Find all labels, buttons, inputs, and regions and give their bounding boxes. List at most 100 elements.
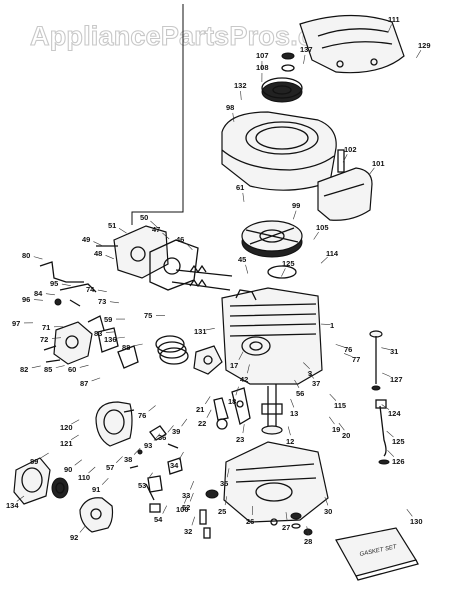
callout: 124 xyxy=(388,409,401,418)
leader-line xyxy=(247,364,250,374)
gasket-set-package: GASKET SET xyxy=(335,527,419,581)
starter-cup-part xyxy=(13,457,69,505)
callout-numbers: 111 129 137 107 108 132 98 102 101 61 99… xyxy=(6,15,431,546)
leader-line xyxy=(45,293,55,296)
leader-line xyxy=(185,243,193,251)
nut-washer-part xyxy=(281,52,295,72)
crankcase-sump-part xyxy=(199,441,329,539)
callout: 105 xyxy=(316,223,329,232)
callout: 111 xyxy=(388,15,400,24)
leader-line xyxy=(191,516,196,526)
callout: 20 xyxy=(342,431,350,440)
callout: 50 xyxy=(140,213,148,222)
callout: 76 xyxy=(344,345,352,354)
callout: 99 xyxy=(292,201,300,210)
leader-line xyxy=(232,112,235,122)
callout: 98 xyxy=(226,103,234,112)
callout: 18 xyxy=(228,397,236,406)
leader-line xyxy=(382,372,391,377)
cylinder-block-part xyxy=(221,287,323,385)
callout: 72 xyxy=(40,335,48,344)
leader-line xyxy=(31,365,41,369)
callout: 125 xyxy=(392,437,405,446)
leader-line xyxy=(70,434,79,441)
callout: 126 xyxy=(392,457,405,466)
leader-line xyxy=(189,492,194,502)
leader-line xyxy=(242,424,245,434)
air-cleaner-part xyxy=(95,401,135,447)
callout: 87 xyxy=(80,379,88,388)
leader-line xyxy=(148,405,156,412)
leader-line xyxy=(51,337,61,339)
callout: 120 xyxy=(60,423,73,432)
leader-line xyxy=(293,210,297,220)
callout: 23 xyxy=(236,435,244,444)
callout: 89 xyxy=(30,457,38,466)
callout: 37 xyxy=(312,379,320,388)
callout: 88 xyxy=(122,343,130,352)
crankshaft-part xyxy=(231,384,283,435)
leader-line xyxy=(381,347,391,350)
leader-line xyxy=(153,433,161,441)
callout: 110 xyxy=(78,473,90,482)
callout: 121 xyxy=(60,439,73,448)
leader-line xyxy=(386,430,394,438)
leader-line xyxy=(79,364,89,368)
leader-line xyxy=(147,472,153,481)
leader-lines xyxy=(16,24,422,536)
callout: 114 xyxy=(326,249,339,258)
leader-line xyxy=(303,54,306,64)
leader-line xyxy=(381,404,390,410)
leader-line xyxy=(71,419,80,425)
leader-line xyxy=(338,422,345,431)
leader-line xyxy=(97,289,107,293)
callout: 84 xyxy=(34,289,43,298)
callout: 35 xyxy=(220,479,228,488)
callout: 48 xyxy=(94,249,102,258)
callout: 25 xyxy=(218,507,226,516)
callout: 75 xyxy=(144,311,152,320)
leader-line xyxy=(74,459,82,466)
callout: 107 xyxy=(256,51,269,60)
callout: 77 xyxy=(352,355,360,364)
leader-line xyxy=(306,526,309,536)
leader-line xyxy=(178,451,184,460)
leader-line xyxy=(307,371,315,379)
callout: 12 xyxy=(286,437,294,446)
leader-line xyxy=(93,241,102,246)
callout: 52 xyxy=(182,503,190,512)
callout: 127 xyxy=(390,375,403,384)
callout: 57 xyxy=(106,463,114,472)
leader-line xyxy=(285,512,288,522)
leader-line xyxy=(115,336,125,339)
callout: 21 xyxy=(196,405,204,414)
leader-line xyxy=(343,353,353,358)
coil-spring-part xyxy=(155,335,189,365)
callout: 90 xyxy=(64,465,72,474)
leader-line xyxy=(387,24,392,33)
callout: 17 xyxy=(230,361,238,370)
callout: 73 xyxy=(98,297,106,306)
callout: 108 xyxy=(256,63,269,72)
callout: 96 xyxy=(22,295,30,304)
callout: 131 xyxy=(194,327,207,336)
callout: 22 xyxy=(198,419,206,428)
callout: 34 xyxy=(170,461,179,470)
leader-line xyxy=(150,220,158,228)
valve-train-part xyxy=(171,264,233,291)
starter-pulley-part xyxy=(261,77,303,103)
callout: 76 xyxy=(138,411,146,420)
leader-line xyxy=(184,495,188,504)
leader-line xyxy=(33,299,43,301)
leader-line xyxy=(242,192,245,202)
callout: 33 xyxy=(182,491,190,500)
leader-line xyxy=(33,256,43,260)
callout: 80 xyxy=(22,251,30,260)
leader-line xyxy=(294,379,300,388)
callout: 47 xyxy=(152,225,160,234)
leader-line xyxy=(281,268,286,277)
leader-line xyxy=(205,396,211,405)
leader-line xyxy=(320,256,328,264)
leader-line xyxy=(16,495,25,502)
callout: 102 xyxy=(344,145,357,154)
